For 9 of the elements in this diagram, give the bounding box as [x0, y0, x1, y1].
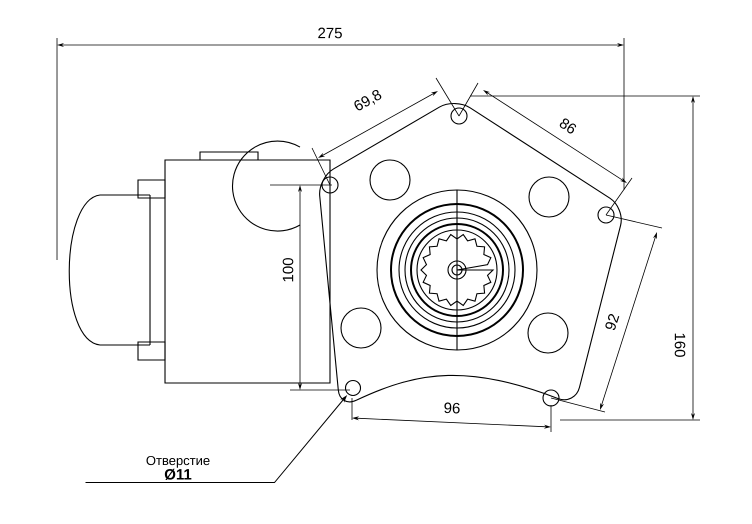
dimension-label: 86: [560, 118, 576, 134]
dimension-label: 100: [282, 258, 294, 282]
mounting-hole: [344, 380, 362, 396]
dimension-label: 275: [318, 28, 342, 38]
dimension-label: 96: [444, 402, 460, 414]
callout-text: Отверстие Ø11: [146, 456, 210, 480]
dimension-label: 160: [674, 334, 686, 357]
dimension-label: 69,8: [354, 90, 382, 110]
dimension-label: 92: [605, 314, 620, 330]
